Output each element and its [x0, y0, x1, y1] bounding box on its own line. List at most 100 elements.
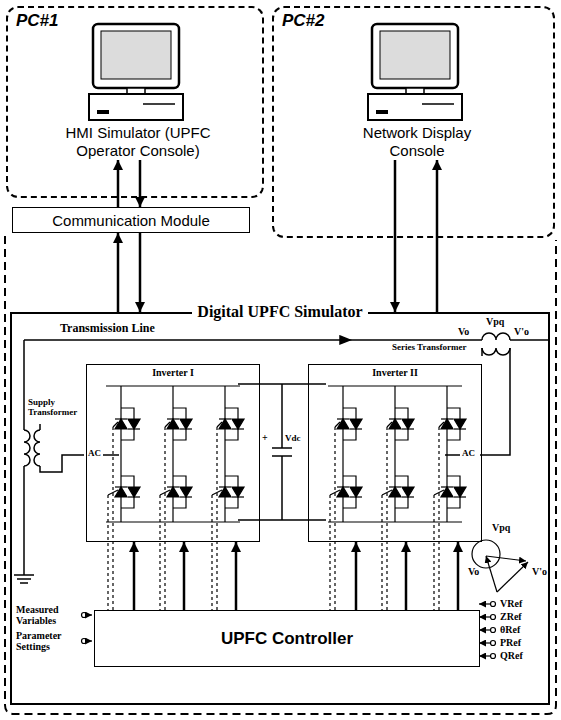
- bridge-stroke: [381, 495, 382, 610]
- bridge-stroke: [441, 487, 453, 497]
- pc-region: PC#1HMI Simulator (UPFC Operator Console…: [6, 6, 264, 198]
- input-label: Measured Variables: [16, 604, 78, 626]
- polarity-label: +: [262, 432, 268, 443]
- reference-label: QRef: [500, 650, 523, 661]
- bridge-stroke: [330, 490, 340, 495]
- bridge-stroke: [402, 428, 414, 429]
- bridge-stroke: [160, 490, 170, 495]
- reference-label: VRef: [500, 598, 522, 609]
- bridge-stroke: [115, 487, 127, 497]
- port-label: AC: [462, 449, 475, 459]
- node-text: UPFC Controller: [213, 625, 361, 653]
- simulator-box: Digital UPFC SimulatorInverter IInverter…: [10, 312, 550, 705]
- bridge-stroke: [108, 490, 118, 495]
- bridge-stroke: [232, 487, 244, 497]
- signal-arrow: [457, 542, 460, 610]
- phasor-label: V'o: [532, 566, 547, 577]
- node-text: PC#2: [282, 11, 553, 31]
- bridge-stroke: [113, 422, 118, 427]
- voltage-label: Vo: [458, 326, 469, 337]
- node-text: Network Display Console: [317, 124, 517, 160]
- bridge-stroke: [211, 495, 212, 610]
- supply-transformer: [24, 340, 84, 575]
- bridge-stroke: [329, 495, 330, 610]
- bridge-stroke: [112, 427, 113, 610]
- voltage-label: Vdc: [285, 434, 301, 444]
- bridge-stroke: [387, 422, 392, 427]
- bridge-stroke: [441, 486, 453, 487]
- bridge-stroke: [180, 496, 192, 497]
- bridge-stroke: [342, 386, 343, 522]
- bridge-stroke: [337, 486, 349, 487]
- reference-label: PRef: [500, 637, 521, 648]
- bridge-stroke: [389, 487, 401, 497]
- console-caption: Network Display Console: [317, 22, 517, 160]
- bridge-stroke: [180, 487, 192, 497]
- bridge-stroke: [434, 490, 444, 495]
- bridge-stroke: [350, 487, 362, 497]
- node-text: Communication Module: [46, 209, 216, 232]
- bridge-stroke: [180, 428, 192, 429]
- bridge-stroke: [438, 427, 439, 610]
- inverter-box: Inverter I: [86, 364, 260, 542]
- signal-arrow: [405, 542, 408, 610]
- input-terminal: [82, 602, 496, 659]
- phasor-label: Vo: [468, 566, 479, 577]
- input-label: Parameter Settings: [16, 630, 78, 652]
- reference-label: ZRef: [500, 611, 522, 622]
- signal-arrow: [133, 542, 136, 610]
- bridge-stroke: [232, 428, 244, 429]
- signal-arrow: [139, 233, 142, 312]
- bridge-stroke: [232, 496, 244, 497]
- bridge-stroke: [219, 418, 231, 419]
- bridge-stroke: [219, 487, 231, 497]
- transmission-line: [24, 336, 548, 344]
- pc-region: PC#2Network Display Console: [272, 6, 555, 238]
- bridge-stroke: [224, 386, 225, 522]
- signal-arrow: [117, 233, 120, 312]
- bridge-stroke: [433, 495, 434, 610]
- line-label: Transmission Line: [60, 322, 155, 335]
- bridge-stroke: [219, 486, 231, 487]
- signal-arrow: [436, 160, 439, 312]
- bridge-stroke: [382, 490, 392, 495]
- bridge-stroke: [402, 419, 414, 429]
- bridge-stroke: [402, 496, 414, 497]
- part-label: Series Transformer: [392, 343, 466, 353]
- bridge-stroke: [439, 422, 444, 427]
- bridge-stroke: [128, 496, 140, 497]
- bridge-stroke: [389, 418, 401, 419]
- bridge-stroke: [350, 428, 362, 429]
- node-text: Digital UPFC Simulator: [192, 303, 367, 321]
- phasor-diagram: [472, 540, 528, 592]
- node-text: PC#1: [16, 11, 262, 31]
- signal-arrow: [235, 542, 238, 610]
- ac-wire: [103, 454, 460, 456]
- ground-symbol: [14, 575, 34, 583]
- bridge-stroke: [159, 495, 160, 610]
- bridge-stroke: [167, 418, 179, 419]
- signal-arrow: [117, 160, 120, 207]
- bridge-stroke: [232, 419, 244, 429]
- bridge-stroke: [441, 418, 453, 419]
- voltage-label: V'o: [514, 326, 529, 337]
- signal-arrow: [183, 542, 186, 610]
- node-text: Inverter I: [150, 367, 196, 378]
- bridge-stroke: [128, 487, 140, 497]
- bridge-stroke: [180, 419, 192, 429]
- console-caption: HMI Simulator (UPFC Operator Console): [38, 22, 238, 160]
- bridge-stroke: [107, 495, 108, 610]
- bridge-stroke: [389, 486, 401, 487]
- bridge-stroke: [164, 427, 165, 610]
- bridge-stroke: [337, 418, 349, 419]
- bridge-stroke: [454, 496, 466, 497]
- controller-box: UPFC Controller: [94, 610, 480, 667]
- bridge-stroke: [454, 487, 466, 497]
- bridge-stroke: [394, 386, 395, 522]
- bridge-stroke: [216, 427, 217, 610]
- bridge-stroke: [386, 427, 387, 610]
- node-text: HMI Simulator (UPFC Operator Console): [38, 124, 238, 160]
- inverter-box: Inverter II: [308, 364, 482, 542]
- bridge-stroke: [165, 422, 170, 427]
